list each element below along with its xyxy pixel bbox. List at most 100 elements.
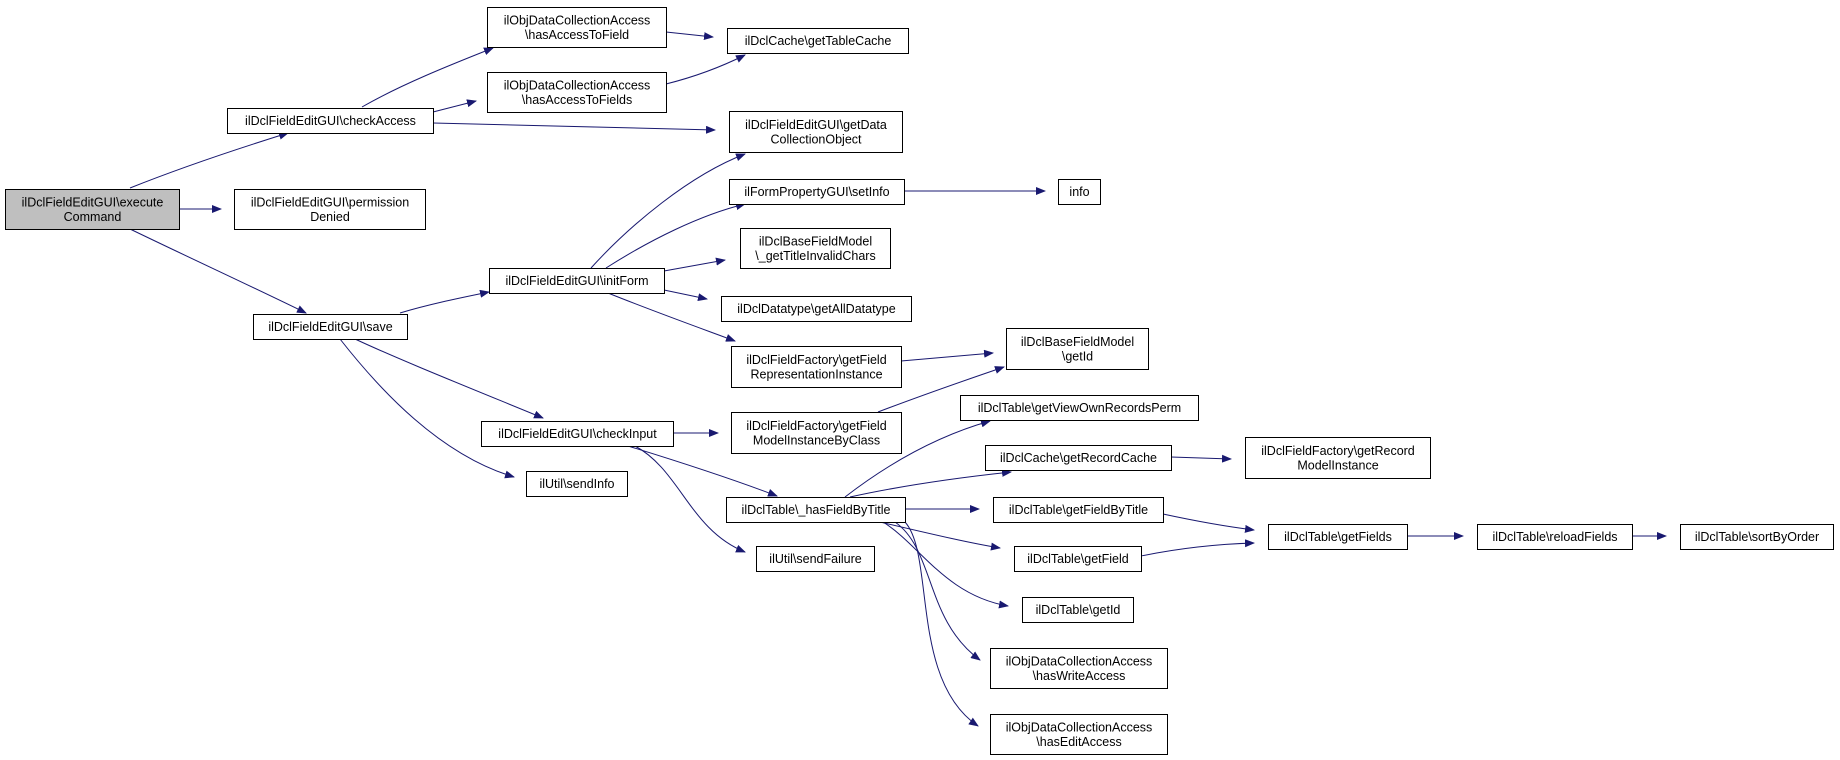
node-box	[721, 296, 912, 322]
node-box	[1268, 524, 1408, 550]
node-baseFieldGetId[interactable]: ilDclBaseFieldModel\getId	[1006, 328, 1149, 370]
node-label: ilObjDataCollectionAccess	[504, 78, 651, 92]
edge-checkAccess-to-hasAccessToFields	[432, 99, 477, 113]
node-label: ilDclTable\_hasFieldByTitle	[742, 503, 891, 517]
node-box	[1058, 179, 1101, 205]
node-label: ilUtil\sendInfo	[539, 477, 614, 491]
node-getAllDatatype[interactable]: ilDclDatatype\getAllDatatype	[721, 296, 912, 322]
node-box	[1477, 524, 1633, 550]
edge-checkAccess-to-getDataCollectionObject	[432, 122, 716, 134]
node-checkAccess[interactable]: ilDclFieldEditGUI\checkAccess	[227, 108, 434, 134]
edge-checkInput-to-hasFieldByTitle	[627, 445, 778, 497]
node-label: ilDclFieldEditGUI\checkAccess	[245, 114, 416, 128]
node-label: ilDclTable\sortByOrder	[1695, 530, 1819, 544]
node-label: Command	[64, 210, 122, 224]
node-save[interactable]: ilDclFieldEditGUI\save	[253, 314, 408, 340]
node-label: ilDclTable\reloadFields	[1492, 530, 1617, 544]
node-box	[489, 268, 665, 294]
node-getFields[interactable]: ilDclTable\getFields	[1268, 524, 1408, 550]
node-label: ilDclFieldEditGUI\save	[268, 320, 392, 334]
node-box	[993, 497, 1164, 523]
node-box	[1006, 328, 1149, 370]
node-label: ilObjDataCollectionAccess	[504, 13, 651, 27]
node-sortByOrder[interactable]: ilDclTable\sortByOrder	[1680, 524, 1834, 550]
edge-initForm-to-getAllDatatype	[663, 289, 708, 302]
node-label: ilDclTable\getFieldByTitle	[1009, 503, 1148, 517]
node-label: \hasWriteAccess	[1033, 669, 1126, 683]
node-label: \getId	[1062, 349, 1093, 363]
node-label: ilFormPropertyGUI\setInfo	[744, 185, 889, 199]
node-hasWriteAccess[interactable]: ilObjDataCollectionAccess\hasWriteAccess	[990, 648, 1168, 689]
edge-hasFieldByTitle-to-hasEditAccess	[904, 521, 979, 727]
edge-hasFieldByTitle-to-getField	[879, 521, 1001, 551]
node-getRecordCache[interactable]: ilDclCache\getRecordCache	[985, 445, 1172, 471]
node-getTableCache[interactable]: ilDclCache\getTableCache	[727, 28, 909, 54]
node-label: ModelInstance	[1297, 458, 1378, 472]
node-box	[487, 7, 667, 48]
edge-save-to-initForm	[399, 289, 490, 314]
node-sendFailure[interactable]: ilUtil\sendFailure	[756, 546, 875, 572]
node-label: ilDclBaseFieldModel	[1021, 335, 1134, 349]
node-label: ilDclTable\getId	[1036, 603, 1121, 617]
node-label: ilDclTable\getFields	[1284, 530, 1392, 544]
node-checkInput[interactable]: ilDclFieldEditGUI\checkInput	[481, 421, 674, 447]
node-getFieldRepresentationInstance[interactable]: ilDclFieldFactory\getFieldRepresentation…	[731, 346, 902, 388]
node-hasEditAccess[interactable]: ilObjDataCollectionAccess\hasEditAccess	[990, 714, 1168, 755]
node-getFieldByTitle[interactable]: ilDclTable\getFieldByTitle	[993, 497, 1164, 523]
node-box	[985, 445, 1172, 471]
node-getDataCollectionObject[interactable]: ilDclFieldEditGUI\getDataCollectionObjec…	[729, 111, 903, 153]
edges-layer	[129, 31, 1667, 727]
edge-getField-to-getFields	[1140, 539, 1255, 557]
node-hasAccessToFields[interactable]: ilObjDataCollectionAccess\hasAccessToFie…	[487, 72, 667, 113]
node-label: ilDclBaseFieldModel	[759, 234, 872, 248]
node-box	[727, 28, 909, 54]
node-tableGetId[interactable]: ilDclTable\getId	[1022, 597, 1134, 623]
node-label: ilDclFieldFactory\getField	[746, 353, 886, 367]
edge-save-to-sendInfo	[339, 338, 515, 479]
node-box	[960, 395, 1199, 421]
node-label: ilObjDataCollectionAccess	[1006, 720, 1153, 734]
node-box	[1245, 437, 1431, 479]
node-label: ilDclFieldFactory\getRecord	[1261, 444, 1415, 458]
nodes-layer: ilDclFieldEditGUI\executeCommandilDclFie…	[5, 7, 1834, 755]
node-info[interactable]: info	[1058, 179, 1101, 205]
node-getFieldModelInstanceByClass[interactable]: ilDclFieldFactory\getFieldModelInstanceB…	[731, 412, 902, 454]
edge-getFieldModelInstanceByClass-to-baseFieldGetId	[877, 366, 1005, 413]
node-label: Denied	[310, 210, 350, 224]
edge-getFieldByTitle-to-getFields	[1162, 513, 1255, 533]
edge-initForm-to-setInfo	[605, 202, 746, 269]
node-label: ilDclFieldEditGUI\execute	[22, 195, 164, 209]
node-box	[990, 648, 1168, 689]
node-getField[interactable]: ilDclTable\getField	[1014, 546, 1142, 572]
node-getTitleInvalidChars[interactable]: ilDclBaseFieldModel\_getTitleInvalidChar…	[740, 228, 891, 269]
node-box	[487, 72, 667, 113]
node-hasFieldByTitle[interactable]: ilDclTable\_hasFieldByTitle	[726, 497, 906, 523]
node-sendInfo[interactable]: ilUtil\sendInfo	[526, 471, 628, 497]
edge-initForm-to-getDataCollectionObject	[590, 153, 746, 269]
node-initForm[interactable]: ilDclFieldEditGUI\initForm	[489, 268, 665, 294]
node-reloadFields[interactable]: ilDclTable\reloadFields	[1477, 524, 1633, 550]
edge-hasFieldByTitle-to-hasWriteAccess	[894, 521, 981, 661]
node-label: \_getTitleInvalidChars	[755, 249, 875, 263]
node-label: ilDclFieldEditGUI\getData	[745, 118, 887, 132]
node-getViewOwnRecordsPerm[interactable]: ilDclTable\getViewOwnRecordsPerm	[960, 395, 1199, 421]
node-setInfo[interactable]: ilFormPropertyGUI\setInfo	[729, 179, 905, 205]
node-label: ilUtil\sendFailure	[769, 552, 861, 566]
node-label: ilDclTable\getViewOwnRecordsPerm	[978, 401, 1181, 415]
node-label: ilDclCache\getRecordCache	[1000, 451, 1157, 465]
edge-save-to-checkInput	[354, 338, 544, 419]
node-label: \hasEditAccess	[1036, 735, 1121, 749]
edge-checkInput-to-sendFailure	[634, 445, 746, 553]
node-box	[1014, 546, 1142, 572]
node-label: ModelInstanceByClass	[753, 433, 880, 447]
edge-hasFieldByTitle-to-getViewOwnRecordsPerm	[844, 419, 991, 498]
node-label: ilDclTable\getField	[1027, 552, 1128, 566]
node-hasAccessToField[interactable]: ilObjDataCollectionAccess\hasAccessToFie…	[487, 7, 667, 48]
node-box	[234, 189, 426, 230]
edge-hasAccessToFields-to-getTableCache	[665, 54, 746, 85]
node-box	[756, 546, 875, 572]
